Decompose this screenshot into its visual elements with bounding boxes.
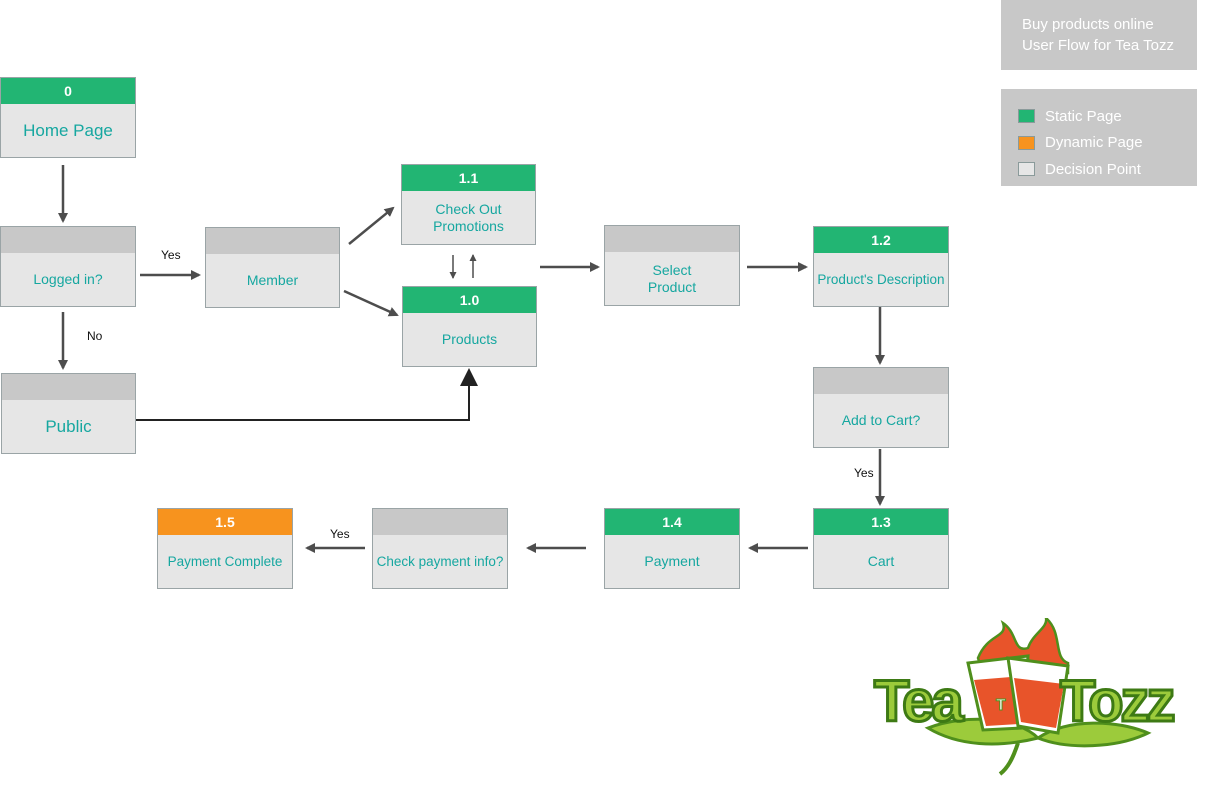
edge-label-yes-cart: Yes [854, 466, 874, 480]
logo-text-left: Tea [874, 669, 964, 734]
node-label: Payment Complete [167, 554, 283, 569]
node-label: Add to Cart? [841, 412, 921, 428]
legend-item-static: Static Page [1018, 103, 1197, 130]
legend-swatch [1018, 162, 1035, 177]
legend-label: Decision Point [1045, 160, 1141, 178]
legend: Static Page Dynamic Page Decision Point [1001, 89, 1197, 186]
legend-label: Static Page [1045, 107, 1122, 125]
arrow-member-to-promotions [348, 206, 395, 245]
tea-tozz-logo: T Tea Tozz [873, 618, 1178, 776]
node-label: Check Out Promotions [433, 200, 504, 234]
node-number: 1.1 [402, 165, 535, 191]
node-label: Home Page [23, 121, 113, 140]
diagram-title: Buy products online [1022, 16, 1154, 33]
node-product-description: 1.2 Product's Description [813, 226, 949, 307]
node-check-out-promotions: 1.1 Check Out Promotions [401, 164, 536, 245]
node-number: 0 [1, 78, 135, 104]
logo-text-right: Tozz [1060, 669, 1174, 734]
node-products: 1.0 Products [402, 286, 537, 367]
node-number: 1.0 [403, 287, 536, 313]
node-label: Product's Description [817, 272, 945, 287]
node-public: Public [1, 373, 136, 454]
node-label: Check payment info? [376, 554, 504, 569]
legend-swatch [1018, 135, 1035, 150]
node-number: 1.2 [814, 227, 948, 253]
node-label: Select Product [647, 261, 697, 295]
legend-item-dynamic: Dynamic Page [1018, 130, 1197, 157]
node-number: 1.3 [814, 509, 948, 535]
arrow-public-to-products [136, 368, 478, 421]
legend-label: Dynamic Page [1045, 134, 1143, 152]
node-logged-in: Logged in? [0, 226, 136, 307]
node-number: 1.5 [158, 509, 292, 535]
node-label: Logged in? [33, 271, 103, 287]
node-home-page: 0 Home Page [0, 77, 136, 158]
node-number [206, 228, 339, 254]
node-label: Cart [867, 553, 895, 569]
edge-label-yes-member: Yes [161, 248, 181, 262]
node-label: Member [246, 272, 299, 288]
node-number [373, 509, 507, 535]
node-add-to-cart: Add to Cart? [813, 367, 949, 448]
diagram-subtitle: User Flow for Tea Tozz [1022, 37, 1174, 54]
legend-swatch [1018, 109, 1035, 124]
node-member: Member [205, 227, 340, 308]
legend-item-decision: Decision Point [1018, 156, 1197, 183]
diagram-title-box: Buy products online User Flow for Tea To… [1001, 0, 1197, 70]
node-payment-complete: 1.5 Payment Complete [157, 508, 293, 589]
node-payment: 1.4 Payment [604, 508, 740, 589]
node-cart: 1.3 Cart [813, 508, 949, 589]
node-check-payment-info: Check payment info? [372, 508, 508, 589]
node-number [2, 374, 135, 400]
arrow-member-to-products [343, 289, 399, 317]
edge-label-no-public: No [87, 329, 103, 343]
node-number [605, 226, 739, 252]
node-label: Products [441, 331, 498, 347]
node-number [1, 227, 135, 253]
node-label: Public [45, 417, 92, 436]
logo-cup-mark: T [996, 697, 1006, 714]
node-label: Payment [644, 553, 700, 569]
node-number: 1.4 [605, 509, 739, 535]
node-select-product: Select Product [604, 225, 740, 306]
node-number [814, 368, 948, 394]
edge-label-yes-complete: Yes [330, 527, 350, 541]
